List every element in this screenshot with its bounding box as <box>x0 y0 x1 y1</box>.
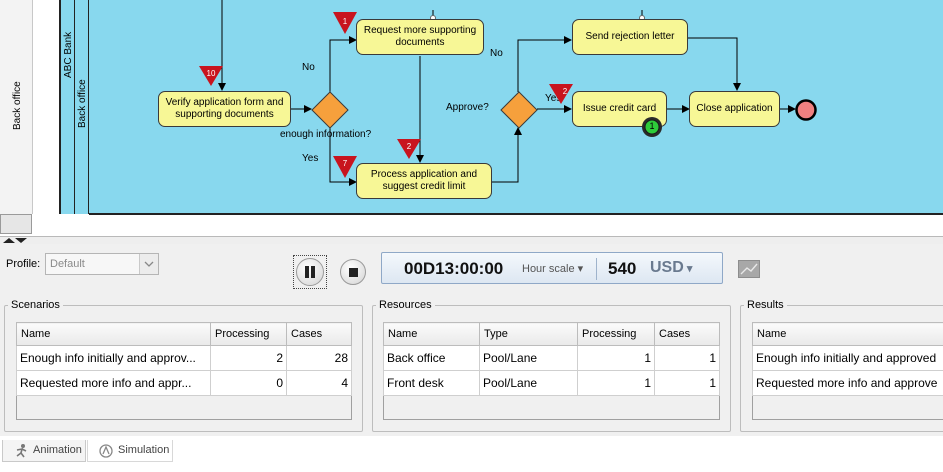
collapse-arrows-icon[interactable] <box>0 237 30 245</box>
flow-label-no: No <box>302 62 315 73</box>
flow-label-yes-2: Yes <box>545 93 562 104</box>
svg-text:Back office: Back office <box>12 81 23 130</box>
token-marker-process-left: 7 <box>333 156 357 178</box>
results-group <box>740 305 943 432</box>
resource-cases: 1 <box>654 370 720 396</box>
token-marker-top: 1 <box>333 12 357 34</box>
task-close-application[interactable]: Close application <box>689 91 780 127</box>
profile-label: Profile: <box>6 258 41 270</box>
runner-icon <box>16 444 27 458</box>
task-send-rejection-letter[interactable]: Send rejection letter <box>572 19 688 55</box>
resource-type: Pool/Lane <box>479 370 578 396</box>
table-header-row: Name Type Processing Cases <box>383 322 720 346</box>
gateway-label-approve: Approve? <box>446 102 489 113</box>
scenario-processing: 0 <box>210 370 287 396</box>
gateway-enough-information[interactable] <box>311 91 349 129</box>
bottom-tab-bar: Animation Simulation <box>0 436 943 472</box>
profile-value: Default <box>50 258 85 270</box>
simulation-panel: Profile: Default 00D13:00:00 Hour scale … <box>0 244 943 436</box>
resource-busy-gear-icon: 1 <box>641 116 663 138</box>
column-header-processing[interactable]: Processing <box>577 322 655 346</box>
stop-button[interactable] <box>340 259 366 285</box>
currency-select[interactable]: USD ▾ <box>650 259 693 276</box>
table-row[interactable]: Enough info initially and approved <box>752 345 943 371</box>
scenario-name: Requested more info and appr... <box>16 370 211 396</box>
chevron-down-icon[interactable] <box>139 254 158 274</box>
token-marker-verify: 10 <box>199 66 223 86</box>
lane-header: Back office <box>75 0 89 214</box>
end-event[interactable] <box>794 98 818 122</box>
table-header-row: Name <box>752 322 943 346</box>
result-name: Requested more info and approve <box>752 370 943 396</box>
results-table[interactable]: Name Enough info initially and approved … <box>752 322 943 420</box>
pause-button[interactable] <box>293 255 327 289</box>
resource-name: Back office <box>383 345 480 371</box>
task-verify-application[interactable]: Verify application form and supporting d… <box>158 91 291 127</box>
resource-cases: 1 <box>654 345 720 371</box>
results-title: Results <box>744 299 787 311</box>
flow-label-yes: Yes <box>302 153 319 164</box>
scenario-name: Enough info initially and approv... <box>16 345 211 371</box>
scenario-cases: 28 <box>286 345 352 371</box>
pause-icon <box>296 258 324 286</box>
pool-header: ABC Bank <box>59 0 75 214</box>
resource-name: Front desk <box>383 370 480 396</box>
scroll-corner[interactable] <box>0 214 32 234</box>
column-header-name[interactable]: Name <box>752 322 943 346</box>
chart-button[interactable] <box>738 260 760 278</box>
cost-value: 540 <box>608 259 637 278</box>
sidebar-label: Back office <box>12 81 23 130</box>
time-scale-select[interactable]: Hour scale ▾ <box>522 263 584 275</box>
resource-type: Pool/Lane <box>479 345 578 371</box>
table-row[interactable]: Requested more info and appr... 0 4 <box>16 370 352 396</box>
flow-label-no-2: No <box>490 48 503 59</box>
table-row[interactable]: Back office Pool/Lane 1 1 <box>383 345 720 371</box>
column-header-cases[interactable]: Cases <box>654 322 720 346</box>
task-request-more-documents[interactable]: Request more supporting documents <box>356 19 484 55</box>
tab-animation[interactable]: Animation <box>2 440 86 462</box>
stop-icon <box>349 268 358 277</box>
scenarios-title: Scenarios <box>8 299 63 311</box>
table-row[interactable]: Front desk Pool/Lane 1 1 <box>383 370 720 396</box>
column-header-cases[interactable]: Cases <box>286 322 352 346</box>
task-process-application[interactable]: Process application and suggest credit l… <box>356 163 492 199</box>
column-header-type[interactable]: Type <box>479 322 578 346</box>
scenarios-table[interactable]: Name Processing Cases Enough info initia… <box>16 322 352 420</box>
simulation-icon <box>99 444 113 458</box>
resources-title: Resources <box>376 299 435 311</box>
resources-group <box>372 305 731 432</box>
table-row[interactable]: Enough info initially and approv... 2 28 <box>16 345 352 371</box>
table-row[interactable]: Requested more info and approve <box>752 370 943 396</box>
gateway-approve[interactable] <box>500 91 538 129</box>
column-header-processing[interactable]: Processing <box>210 322 287 346</box>
scenario-cases: 4 <box>286 370 352 396</box>
resource-processing: 1 <box>577 370 655 396</box>
token-marker-issue: 2 <box>549 84 573 104</box>
panel-splitter[interactable] <box>0 236 943 245</box>
result-name: Enough info initially and approved <box>752 345 943 371</box>
resources-table[interactable]: Name Type Processing Cases Back office P… <box>383 322 720 420</box>
scenario-processing: 2 <box>210 345 287 371</box>
lane-label: Back office <box>77 79 88 128</box>
table-header-row: Name Processing Cases <box>16 322 352 346</box>
profile-select[interactable]: Default <box>45 253 159 275</box>
column-header-name[interactable]: Name <box>383 322 480 346</box>
token-marker-process-top: 2 <box>397 139 421 159</box>
chart-icon <box>740 263 758 275</box>
sequence-flows <box>218 0 796 186</box>
simulation-clock: 00D13:00:00 Hour scale ▾ 540 USD ▾ <box>381 252 723 284</box>
gateway-label-enough-info: enough information? <box>280 129 372 140</box>
lane-sidebar: Back office <box>0 0 33 214</box>
column-header-name[interactable]: Name <box>16 322 211 346</box>
scenarios-group <box>4 305 363 432</box>
clock-value: 00D13:00:00 <box>404 259 504 278</box>
resource-processing: 1 <box>577 345 655 371</box>
tab-simulation[interactable]: Simulation <box>87 440 173 462</box>
bpmn-diagram[interactable]: Back office ABC Bank Back office <box>0 0 943 236</box>
pool-label: ABC Bank <box>63 31 74 78</box>
